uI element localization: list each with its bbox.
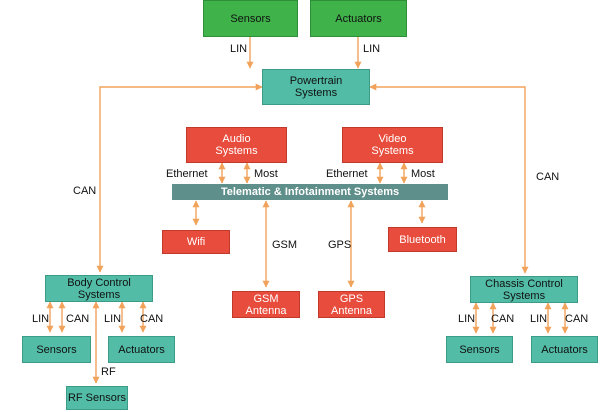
label-gsm: GSM [272, 239, 298, 251]
label-lin-body-actuators: LIN [104, 313, 122, 325]
actuators-left-node: Actuators [108, 336, 175, 363]
label-ethernet-video: Ethernet [326, 168, 368, 180]
gsm-antenna-node: GSM Antenna [232, 291, 300, 318]
gps-antenna-node: GPS Antenna [318, 291, 385, 318]
label-lin-actuators: LIN [363, 43, 381, 55]
bluetooth-node: Bluetooth [388, 227, 457, 252]
node-label: Wifi [186, 236, 206, 248]
node-label: RF Sensors [67, 392, 127, 404]
label-can-chassis-sensors: CAN [491, 313, 515, 325]
node-label: Chassis Control Systems [485, 277, 563, 302]
label-lin-sensors: LIN [230, 43, 248, 55]
node-label: Body Control Systems [67, 276, 131, 301]
telematic-bus: Telematic & Infotainment Systems [172, 184, 448, 200]
node-label: Actuators [541, 343, 588, 356]
label-can-left: CAN [73, 185, 97, 197]
wifi-node: Wifi [162, 230, 230, 254]
node-label: Sensors [459, 343, 500, 356]
audio-node: Audio Systems [186, 127, 287, 163]
label-most-audio: Most [254, 168, 278, 180]
label-lin-chassis-sensors: LIN [458, 313, 476, 325]
label-gps: GPS [328, 239, 352, 251]
sensors-top-node: Sensors [203, 0, 298, 37]
node-label: Sensors [230, 12, 271, 25]
rf-sensors-node: RF Sensors [66, 386, 128, 410]
node-label: Sensors [36, 343, 77, 356]
sensors-right-node: Sensors [446, 336, 513, 363]
node-label: Actuators [335, 12, 382, 25]
label-ethernet-audio: Ethernet [166, 168, 208, 180]
label-can-chassis-actuators: CAN [565, 313, 589, 325]
label-lin-chassis-actuators: LIN [530, 313, 548, 325]
actuators-top-node: Actuators [310, 0, 407, 37]
label-lin-body-sensors: LIN [32, 313, 50, 325]
node-label: Video Systems [371, 133, 414, 157]
link-powertrain-chassis [369, 83, 529, 274]
link-powertrain-body [96, 83, 263, 273]
node-label: Bluetooth [399, 233, 446, 246]
powertrain-node: Powertrain Systems [262, 69, 370, 105]
node-label: GSM Antenna [245, 292, 287, 317]
body-control-node: Body Control Systems [45, 275, 153, 302]
node-label: Audio Systems [215, 133, 258, 157]
label-can-right: CAN [536, 171, 560, 183]
label-can-body-sensors: CAN [66, 313, 90, 325]
bus-label: Telematic & Infotainment Systems [220, 186, 400, 198]
node-label: Powertrain Systems [289, 75, 343, 99]
node-label: Actuators [118, 343, 165, 356]
label-rf: RF [101, 366, 116, 378]
actuators-right-node: Actuators [531, 336, 598, 363]
chassis-control-node: Chassis Control Systems [470, 276, 578, 303]
sensors-left-node: Sensors [22, 336, 91, 363]
label-most-video: Most [411, 168, 435, 180]
label-can-body-actuators: CAN [140, 313, 164, 325]
node-label: GPS Antenna [331, 292, 372, 317]
video-node: Video Systems [342, 127, 443, 163]
